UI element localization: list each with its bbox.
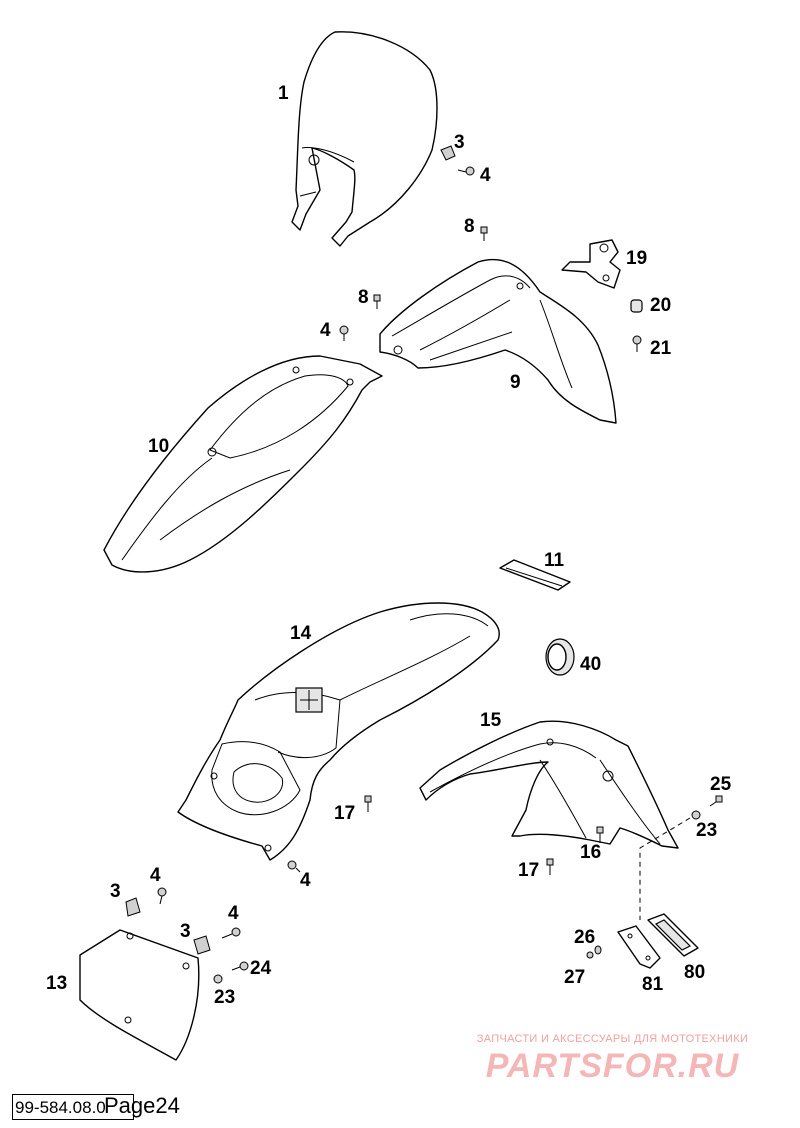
part-20-grommet: [630, 299, 643, 313]
part-15-rear-panel: [419, 720, 679, 849]
callout-16: 16: [580, 842, 602, 863]
callout-8: 8: [358, 287, 369, 308]
callout-25: 25: [710, 774, 732, 795]
assembly-leader-line: [639, 817, 691, 920]
part-14-rear-fender: [177, 602, 500, 861]
callout-11: 11: [544, 550, 565, 571]
part-17-screw-left: [364, 795, 372, 812]
part-3-clip-lower-mid: [193, 935, 211, 955]
part-13-mud-flap: [79, 929, 200, 1061]
watermark-caption: ЗАПЧАСТИ И АКСЕССУАРЫ ДЛЯ МОТОТЕХНИКИ: [476, 1033, 749, 1045]
callout-8: 8: [464, 216, 475, 237]
callout-26: 26: [574, 927, 596, 948]
callout-4: 4: [228, 903, 239, 924]
part-24-screw: [231, 961, 249, 971]
part-26-washer: [594, 945, 602, 955]
part-3-clip-lower-left: [125, 897, 141, 917]
part-10-upper-fender: [103, 355, 383, 573]
callout-80: 80: [684, 962, 706, 983]
callout-23: 23: [214, 987, 236, 1008]
callout-4: 4: [320, 320, 331, 341]
callout-17: 17: [334, 803, 356, 824]
callout-3: 3: [110, 881, 121, 902]
callout-17: 17: [518, 860, 540, 881]
callout-13: 13: [46, 973, 68, 994]
callout-27: 27: [564, 967, 586, 988]
part-3-clip-top: [440, 145, 456, 161]
callout-21: 21: [650, 338, 672, 359]
callout-81: 81: [642, 974, 664, 995]
callout-1: 1: [278, 83, 289, 104]
part-21-screw: [632, 335, 642, 352]
callout-3: 3: [454, 132, 465, 153]
callout-9: 9: [510, 372, 521, 393]
callout-23: 23: [696, 820, 718, 841]
part-23-nut-left: [213, 974, 223, 984]
callout-20: 20: [650, 295, 672, 316]
callout-10: 10: [148, 436, 170, 457]
part-40-cap: [545, 638, 575, 676]
callout-14: 14: [290, 623, 312, 644]
part-27-screw: [586, 951, 594, 959]
callout-15: 15: [480, 710, 502, 731]
part-81-plate-bracket: [617, 925, 661, 969]
callout-40: 40: [580, 654, 602, 675]
part-19-bracket: [561, 239, 621, 289]
part-25-screw: [709, 795, 723, 807]
part-1-headlight-mask: [291, 31, 438, 247]
part-8-screw-top: [480, 226, 488, 241]
callout-4: 4: [300, 870, 311, 891]
callout-4: 4: [480, 165, 491, 186]
watermark-logo: PARTSFOR.RU: [485, 1047, 740, 1085]
part-80-reflector: [647, 913, 699, 957]
callout-4: 4: [150, 865, 161, 886]
part-4-screw-mid: [339, 325, 349, 341]
part-4-screw-top: [457, 166, 475, 176]
part-17-screw-right: [546, 858, 554, 875]
callout-3: 3: [180, 921, 191, 942]
page-label: Page24: [104, 1093, 180, 1118]
part-9-front-fender: [379, 258, 617, 424]
watermark: ЗАПЧАСТИ И АКСЕССУАРЫ ДЛЯ МОТОТЕХНИКИ PA…: [430, 1033, 795, 1086]
drawing-code: 99-584.08.0: [12, 1094, 134, 1120]
callout-19: 19: [626, 248, 648, 269]
callout-24: 24: [250, 958, 272, 979]
part-23-nut-right: [691, 810, 701, 820]
part-4-screw-lower-fender: [287, 860, 301, 873]
part-4-screw-lower-mid: [221, 927, 241, 939]
part-16-screw: [596, 826, 604, 843]
part-8-screw-mid: [373, 294, 381, 309]
part-4-screw-lower-left: [157, 887, 167, 905]
part-11-decal: [499, 559, 571, 591]
